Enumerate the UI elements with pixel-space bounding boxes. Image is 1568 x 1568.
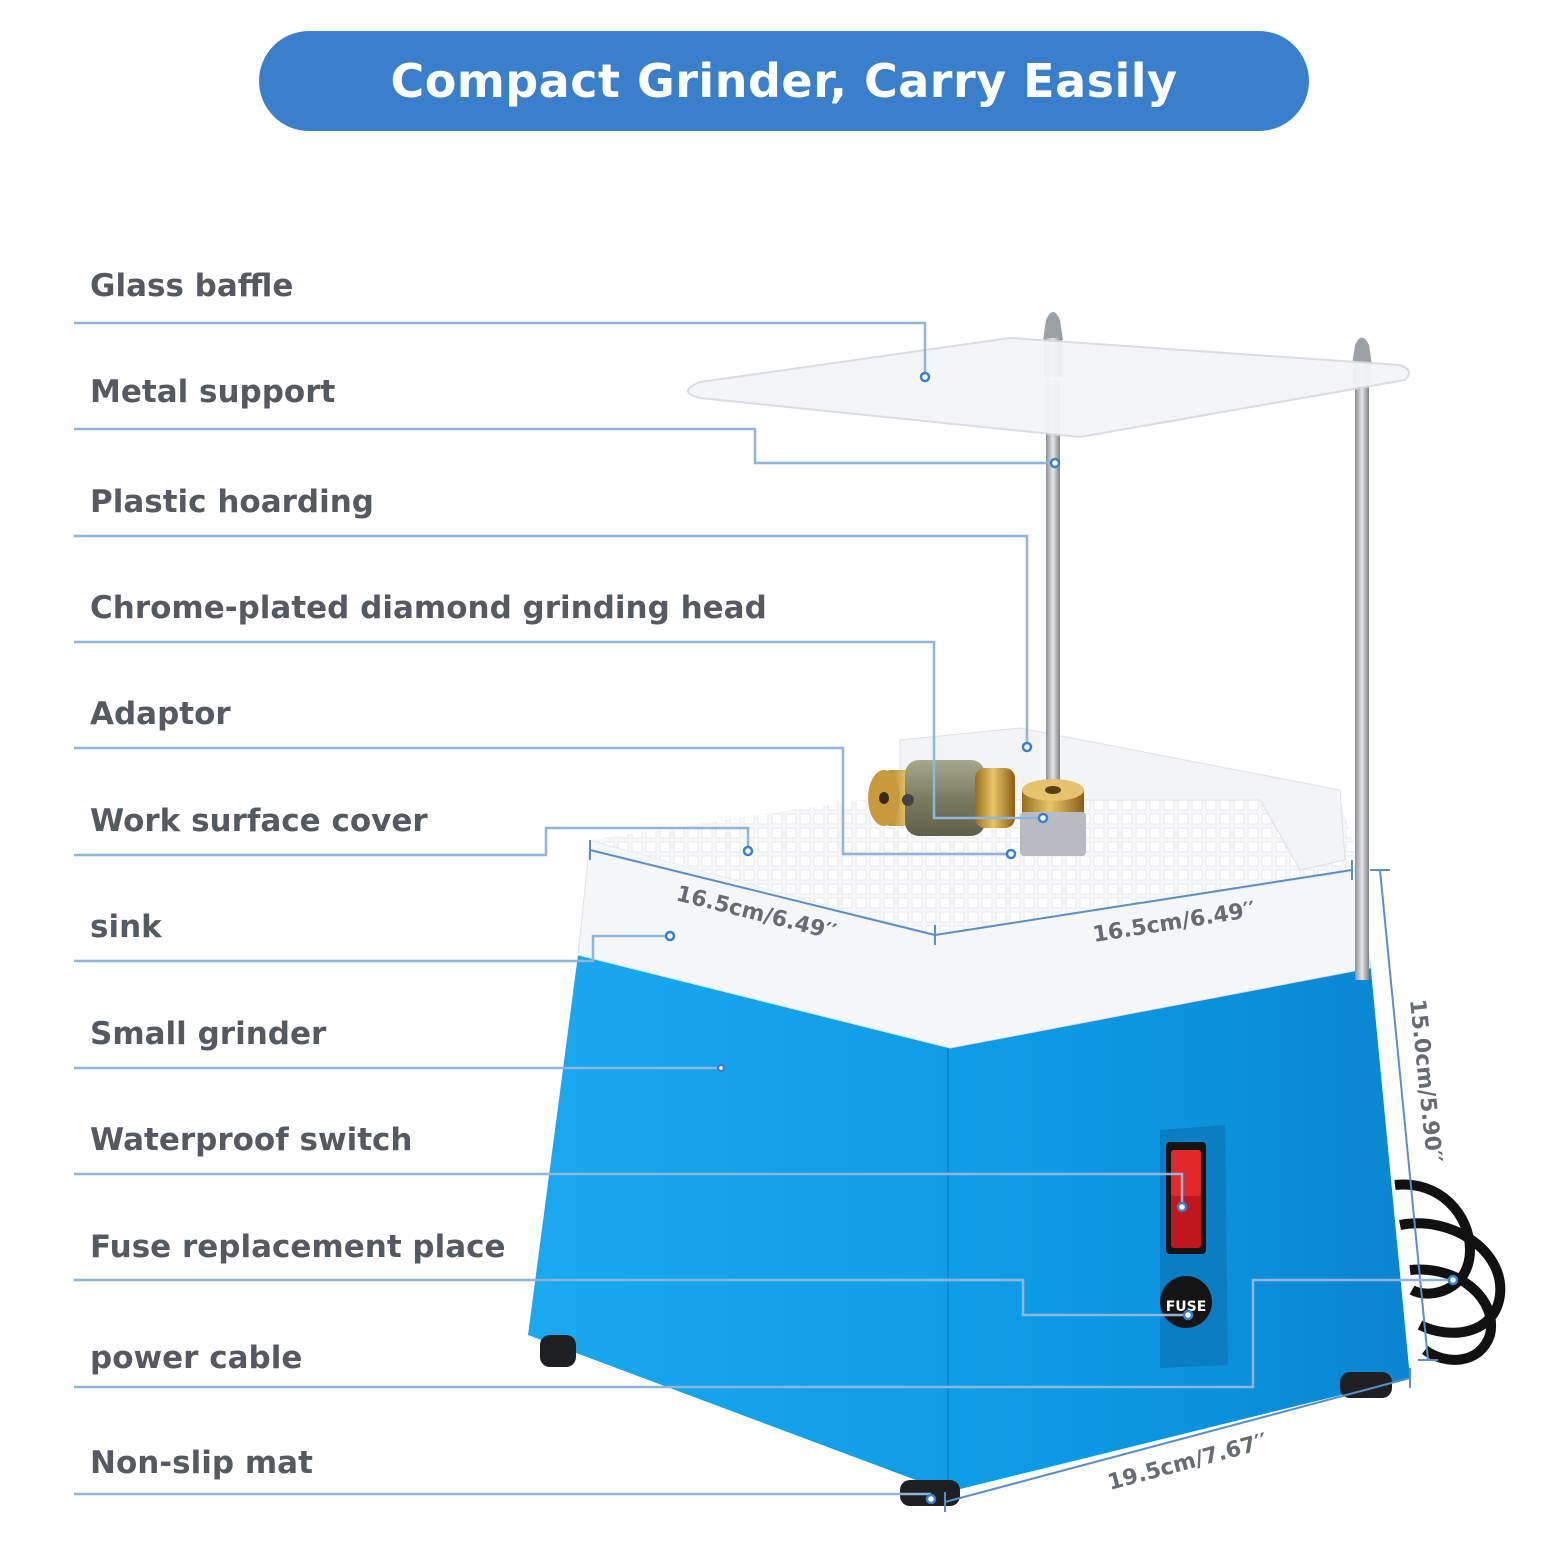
label-adaptor: Adaptor [90,696,231,732]
glass-baffle [687,336,1410,439]
title-banner: Compact Grinder, Carry Easily [259,31,1309,131]
leader-dots [664,371,1459,1505]
work-surface-cover [590,800,1362,935]
label-sink: sink [90,909,162,945]
label-work-surface-cover: Work surface cover [90,803,428,839]
label-grinding-head: Chrome-plated diamond grinding head [90,590,767,626]
banner-title: Compact Grinder, Carry Easily [390,54,1178,108]
switch-panel: FUSE [1160,1125,1228,1368]
label-small-grinder: Small grinder [90,1016,327,1052]
label-fuse-replacement: Fuse replacement place [90,1229,506,1265]
label-non-slip-mat: Non-slip mat [90,1445,313,1481]
label-power-cable: power cable [90,1340,303,1376]
leader-lines [74,321,1453,1496]
dimension-lines [589,840,1438,1512]
non-slip-mat-icon [540,1335,1392,1506]
fuse-text: FUSE [1166,1299,1207,1315]
power-cable [1394,1179,1506,1365]
adaptor [1020,779,1086,856]
label-plastic-hoarding: Plastic hoarding [90,484,374,520]
label-waterproof-switch: Waterproof switch [90,1122,413,1158]
grinding-head [868,760,1015,836]
label-glass-baffle: Glass baffle [90,268,294,304]
dim-height: 15.0cm/5.90′′ [1404,998,1446,1164]
label-metal-support: Metal support [90,374,336,410]
